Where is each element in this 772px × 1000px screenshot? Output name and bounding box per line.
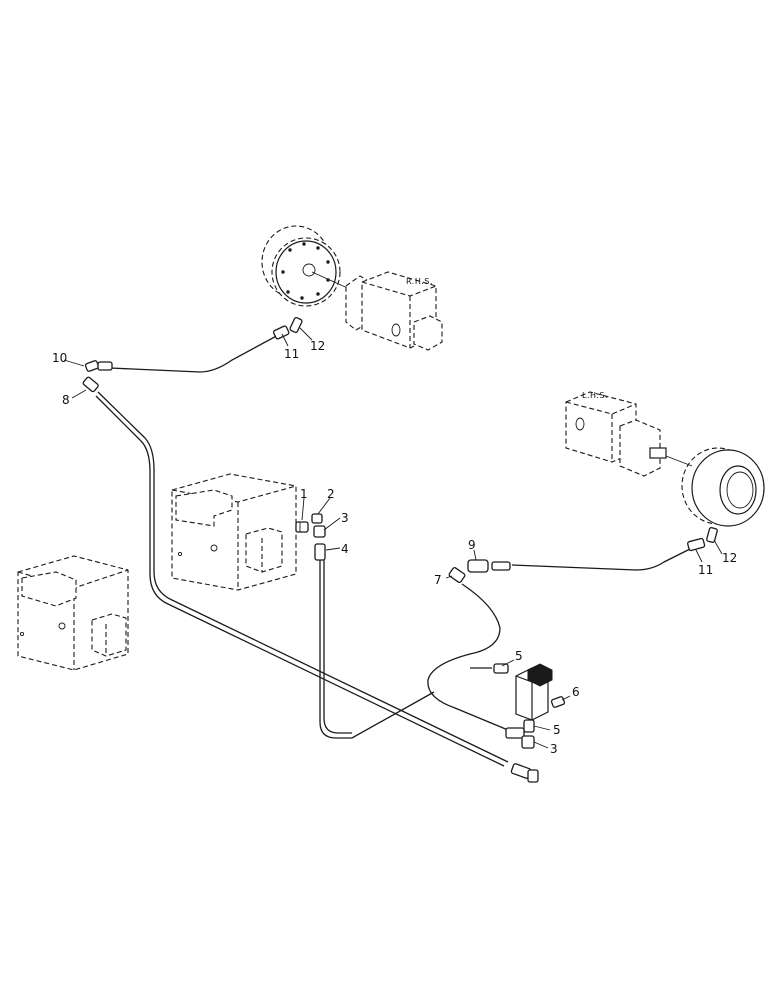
- fitting-5-lower[interactable]: [523, 719, 535, 733]
- fitting-4-adapter[interactable]: [314, 543, 326, 561]
- callout-12-lhs: 12: [722, 551, 737, 565]
- callout-6: 6: [572, 685, 580, 699]
- hose-main-long: [97, 391, 509, 763]
- fitting-6-plug[interactable]: [550, 696, 566, 708]
- callout-11-lhs: 11: [698, 563, 713, 577]
- callout-9: 9: [468, 538, 476, 552]
- hose-lhs-return: [427, 583, 509, 731]
- fitting-8-adapter[interactable]: [82, 376, 99, 393]
- fitting-3-elbow-upper[interactable]: [313, 525, 326, 538]
- hose-lines: [95, 332, 697, 767]
- fitting-10-elbow[interactable]: [84, 360, 113, 372]
- callout-3-lower: 3: [550, 742, 558, 756]
- solenoid-valve[interactable]: [515, 663, 553, 721]
- callout-10: 10: [52, 351, 67, 365]
- rhs-wheel-hub: [261, 225, 353, 307]
- callout-5-lower: 5: [553, 723, 561, 737]
- callout-11-rhs: 11: [284, 347, 299, 361]
- lhs-drive-motor: L.H.S.: [565, 391, 667, 477]
- hose-center-drop: [319, 560, 435, 739]
- hose-rhs-supply: [109, 332, 283, 373]
- callout-5-upper: 5: [515, 649, 523, 663]
- fitting-12-lhs[interactable]: [706, 527, 718, 543]
- callout-4: 4: [341, 542, 349, 556]
- fitting-elbow-bottom[interactable]: [510, 763, 539, 783]
- hose-center-drop-b: [323, 560, 352, 734]
- callout-3-upper: 3: [341, 511, 349, 525]
- fitting-7-elbow[interactable]: [448, 567, 466, 583]
- fitting-3-tee-lower[interactable]: [505, 727, 535, 749]
- callout-7: 7: [434, 573, 442, 587]
- callout-numbers: 10 8 11 12 1 2 3 4 7 9 11 12 5 6 5 3: [52, 339, 737, 756]
- callout-1: 1: [300, 487, 308, 501]
- callout-12-rhs: 12: [310, 339, 325, 353]
- pump-block-rear: [171, 473, 297, 591]
- rhs-label: R.H.S.: [406, 277, 433, 286]
- pump-block-front: [17, 555, 129, 671]
- callout-2: 2: [327, 487, 335, 501]
- fitting-12-rhs[interactable]: [289, 316, 303, 334]
- rhs-drive-motor: R.H.S.: [345, 271, 443, 351]
- callout-8: 8: [62, 393, 70, 407]
- fitting-1-connector[interactable]: [295, 521, 309, 533]
- hose-lhs-supply: [511, 545, 697, 571]
- fitting-2-tee[interactable]: [311, 513, 323, 524]
- lhs-wheel-hub: [665, 447, 765, 527]
- hose-main-long-b: [95, 395, 505, 767]
- lhs-label: L.H.S.: [582, 391, 608, 400]
- fitting-9-tee[interactable]: [467, 559, 511, 573]
- fitting-11-rhs[interactable]: [272, 325, 290, 340]
- fitting-11-lhs[interactable]: [687, 537, 706, 552]
- fitting-5-upper[interactable]: [493, 663, 509, 674]
- fittings: [82, 316, 718, 783]
- callout-leaders: [63, 327, 723, 749]
